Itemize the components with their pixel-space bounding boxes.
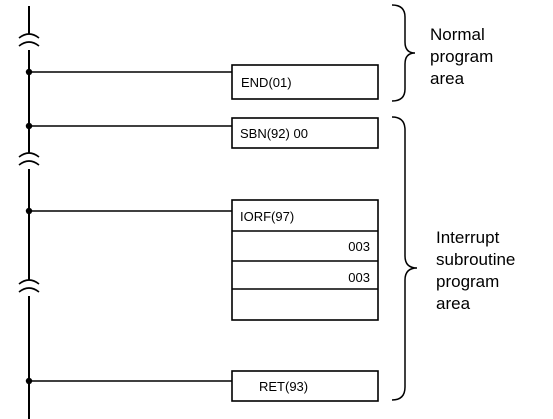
end-instruction-box bbox=[231, 64, 379, 100]
ret-instruction-box bbox=[231, 370, 379, 402]
iorf-instruction-box bbox=[231, 199, 379, 321]
interrupt-area-label-line: program bbox=[436, 272, 499, 291]
ret-instruction-rung: RET(93) bbox=[25, 370, 379, 402]
interrupt-area-label-line: Interrupt bbox=[436, 228, 500, 247]
interrupt-area-label: Interrupt subroutine program area bbox=[436, 228, 515, 313]
iorf-instruction-rung: IORF(97) 003 003 bbox=[25, 199, 379, 321]
iorf-operand-2: 003 bbox=[348, 270, 370, 285]
rail-break-symbol bbox=[18, 279, 40, 293]
interrupt-area-label-line: area bbox=[436, 294, 471, 313]
iorf-operand-1: 003 bbox=[348, 239, 370, 254]
rail-break-symbol bbox=[18, 152, 40, 166]
interrupt-area-label-line: subroutine bbox=[436, 250, 515, 269]
normal-area-brace bbox=[391, 4, 416, 102]
normal-area-label-line: area bbox=[430, 69, 465, 88]
normal-area-label-line: program bbox=[430, 47, 493, 66]
end-instruction-label: END(01) bbox=[241, 75, 292, 90]
rail-break-symbol bbox=[18, 33, 40, 47]
end-instruction-rung: END(01) bbox=[25, 64, 379, 100]
sbn-instruction-label: SBN(92) 00 bbox=[240, 126, 308, 141]
sbn-instruction-rung: SBN(92) 00 bbox=[25, 117, 379, 149]
iorf-instruction-label: IORF(97) bbox=[240, 209, 294, 224]
sbn-instruction-box bbox=[231, 117, 379, 149]
ret-instruction-label: RET(93) bbox=[259, 379, 308, 394]
interrupt-area-brace bbox=[391, 116, 418, 401]
normal-area-label: Normal program area bbox=[430, 25, 493, 88]
normal-area-label-line: Normal bbox=[430, 25, 485, 44]
